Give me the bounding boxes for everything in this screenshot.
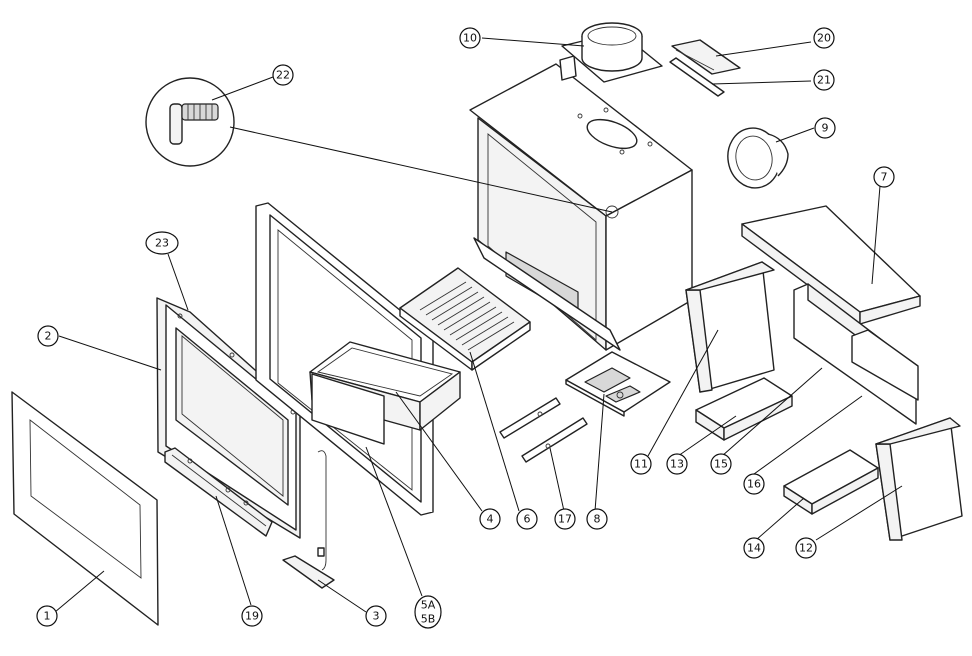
callout-8: 8 [586, 508, 608, 530]
callout-14-label: 14 [747, 542, 761, 555]
callout-6-label: 6 [524, 513, 531, 526]
part-1-glass-panel [11, 391, 159, 626]
leader-23 [167, 253, 189, 311]
part-3-door-latch [282, 450, 335, 589]
firebox-body [469, 55, 693, 351]
callout-20-label: 20 [817, 32, 831, 45]
leader-3 [317, 579, 367, 613]
callout-17-label: 17 [558, 513, 572, 526]
callout-2-label: 2 [45, 330, 52, 343]
leader-6 [469, 351, 520, 512]
leader-9 [775, 127, 815, 143]
callout-17: 17 [554, 508, 576, 530]
part-20-baffle [671, 39, 741, 75]
leader-15 [721, 367, 823, 457]
callout-3: 3 [365, 605, 387, 627]
leader-10 [481, 37, 585, 47]
callout-11-label: 11 [634, 458, 648, 471]
callout-15-label: 15 [714, 458, 728, 471]
part-9-flue-ring [727, 127, 789, 189]
part-2-door-frame [156, 297, 301, 539]
callout-16: 16 [743, 473, 765, 495]
part-4-ash-pan [309, 341, 461, 445]
callout-21: 21 [813, 69, 835, 91]
callout-7-label: 7 [881, 171, 888, 184]
callout-10: 10 [459, 27, 481, 49]
callout-7: 7 [873, 166, 895, 188]
callout-2: 2 [37, 325, 59, 347]
callout-1-label: 1 [44, 610, 51, 623]
leader-11 [647, 329, 719, 457]
leader-1 [54, 570, 105, 613]
callout-11: 11 [630, 453, 652, 475]
leader-5 [365, 446, 423, 597]
leader-14 [755, 497, 805, 541]
leader-7 [871, 185, 881, 285]
callout-9: 9 [814, 117, 836, 139]
callout-5-label-b: 5B [421, 613, 436, 626]
callout-13: 13 [666, 453, 688, 475]
leader-22 [211, 76, 274, 101]
callout-14: 14 [743, 537, 765, 559]
part-22-detail-view [145, 77, 235, 167]
callout-22: 22 [272, 64, 294, 86]
callout-12: 12 [795, 537, 817, 559]
part-13-floor-brick [695, 377, 793, 441]
callout-10-label: 10 [463, 32, 477, 45]
callout-16-label: 16 [747, 478, 761, 491]
leader-12 [815, 485, 903, 541]
leader-8 [594, 393, 605, 512]
part-10-flue-collar [561, 22, 663, 83]
callout-4-label: 4 [487, 513, 494, 526]
leader-lines [54, 37, 903, 613]
part-14-floor-brick [783, 449, 879, 515]
callout-6: 6 [516, 508, 538, 530]
callout-4: 4 [479, 508, 501, 530]
leader-16 [753, 395, 863, 475]
callout-9-label: 9 [822, 122, 829, 135]
callout-5-label-a: 5A [421, 599, 436, 612]
part-7-top-brick [741, 205, 921, 325]
leader-17 [549, 447, 565, 512]
callout-22-label: 22 [276, 69, 290, 82]
part-11-side-brick [685, 261, 775, 393]
callout-19: 19 [241, 605, 263, 627]
callout-15: 15 [710, 453, 732, 475]
callout-1: 1 [36, 605, 58, 627]
leader-22-detail [229, 126, 613, 213]
leader-13 [677, 415, 737, 457]
part-6-grate [399, 267, 531, 371]
part-8-air-control-plate [565, 351, 671, 417]
leader-21 [711, 80, 812, 85]
callout-23-label: 23 [155, 237, 169, 250]
part-17-rods [499, 397, 588, 463]
leader-4 [395, 391, 483, 512]
leader-2 [58, 335, 162, 371]
leader-19 [215, 495, 252, 606]
callout-12-label: 12 [799, 542, 813, 555]
callout-20: 20 [813, 27, 835, 49]
callout-8-label: 8 [594, 513, 601, 526]
callout-5: 5A 5B [414, 595, 442, 629]
part-15-side-brick [851, 329, 919, 401]
callout-21-label: 21 [817, 74, 831, 87]
leader-20 [715, 41, 812, 57]
callout-23: 23 [145, 231, 179, 255]
part-19-bottom-rail [164, 447, 273, 537]
part-12-side-brick [875, 417, 963, 541]
callout-13-label: 13 [670, 458, 684, 471]
part-21-bracket [669, 57, 725, 97]
callout-3-label: 3 [373, 610, 380, 623]
callout-19-label: 19 [245, 610, 259, 623]
